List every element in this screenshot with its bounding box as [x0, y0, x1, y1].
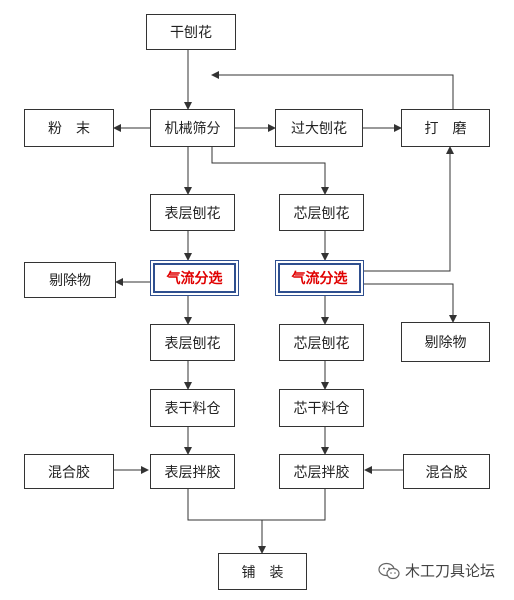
node-core-shavings-1: 芯层刨花 — [279, 194, 364, 231]
node-glue-right: 混合胶 — [403, 454, 490, 489]
node-mechanical-screening: 机械筛分 — [150, 109, 235, 147]
node-surface-shavings-1: 表层刨花 — [150, 194, 235, 231]
node-reject-left: 剔除物 — [24, 262, 116, 298]
node-surface-dry-silo: 表干料仓 — [150, 389, 235, 427]
arrow-grind-return — [211, 71, 454, 109]
node-grinding: 打 磨 — [401, 109, 490, 147]
node-surface-blending: 表层拌胶 — [150, 454, 235, 489]
node-powder: 粉 末 — [24, 109, 114, 147]
node-core-dry-silo: 芯干料仓 — [279, 389, 364, 427]
air-separation-left-label: 气流分选 — [153, 263, 236, 293]
arrow-airsep-to-grind — [364, 146, 454, 272]
node-forming: 铺 装 — [218, 553, 307, 590]
node-reject-right: 剔除物 — [401, 322, 490, 362]
node-dry-shavings: 干刨花 — [146, 14, 236, 50]
arrow-airsep-to-reject-right — [364, 283, 457, 323]
node-air-separation-left: 气流分选 — [150, 260, 239, 296]
node-core-shavings-2: 芯层刨花 — [279, 324, 364, 361]
node-air-separation-right: 气流分选 — [275, 260, 364, 296]
merge-line — [187, 489, 326, 521]
watermark: 木工刀具论坛 — [378, 560, 495, 581]
node-glue-left: 混合胶 — [24, 454, 114, 489]
node-oversize-shavings: 过大刨花 — [275, 109, 363, 147]
watermark-text: 木工刀具论坛 — [405, 562, 496, 580]
node-surface-shavings-2: 表层刨花 — [150, 324, 235, 361]
node-core-blending: 芯层拌胶 — [279, 454, 364, 489]
air-separation-right-label: 气流分选 — [278, 263, 361, 293]
wechat-icon — [378, 562, 400, 579]
arrow-screen-to-core — [211, 147, 329, 195]
